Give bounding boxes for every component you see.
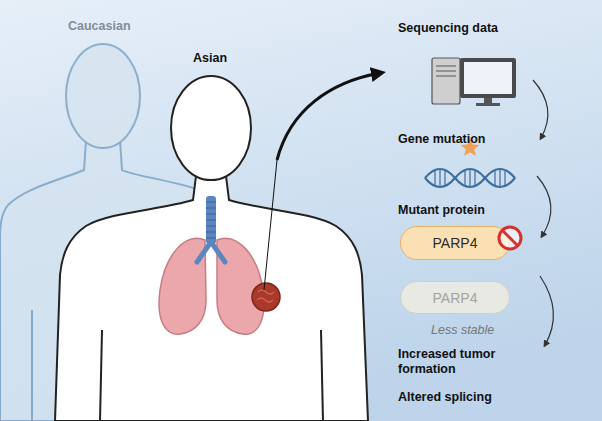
bronchi — [197, 242, 225, 262]
text-label: Increased tumor formation — [398, 347, 520, 377]
text-label: Caucasian — [68, 19, 178, 34]
text-label: Sequencing data — [398, 21, 558, 36]
asian-silhouette — [55, 76, 368, 421]
asian-arm-lines — [100, 330, 323, 421]
monitor — [460, 58, 516, 98]
trachea-rings — [206, 202, 216, 238]
tumor-texture — [257, 290, 274, 302]
dna-strand — [425, 169, 515, 187]
asian-body — [55, 176, 368, 421]
step-arrow — [533, 80, 548, 138]
prohibition-sign — [499, 227, 521, 249]
text-label: Altered splicing — [398, 390, 558, 405]
text-label: Gene mutation — [398, 132, 558, 147]
text-label: Asian — [193, 51, 273, 66]
step-arrow — [540, 276, 553, 345]
step-arrow — [537, 176, 551, 236]
computer-icon — [432, 58, 516, 106]
left-lung — [159, 238, 206, 334]
asian-head — [171, 76, 251, 180]
curved-arrow — [277, 73, 380, 160]
monitor-base — [476, 103, 500, 106]
dna-helix — [425, 169, 515, 187]
computer-tower — [432, 58, 460, 104]
caucasian-arm-line — [31, 310, 33, 421]
protein-name: PARP4 — [433, 290, 478, 306]
trachea — [206, 196, 216, 244]
leader-line — [264, 160, 277, 290]
caucasian-head — [66, 44, 140, 148]
monitor-screen — [464, 62, 512, 94]
protein-pill: PARP4 — [400, 281, 510, 314]
no-sign-circle — [499, 227, 521, 249]
text-label: Less stable — [431, 323, 551, 338]
tumor — [252, 283, 280, 311]
protein-pill: PARP4 — [400, 226, 510, 260]
no-sign-bar — [503, 231, 518, 246]
text-label: Mutant protein — [398, 203, 558, 218]
tower-slots — [436, 66, 456, 76]
lungs — [159, 196, 280, 334]
dna-rungs — [435, 169, 505, 187]
protein-name: PARP4 — [433, 235, 478, 251]
dna-strand — [425, 169, 515, 187]
